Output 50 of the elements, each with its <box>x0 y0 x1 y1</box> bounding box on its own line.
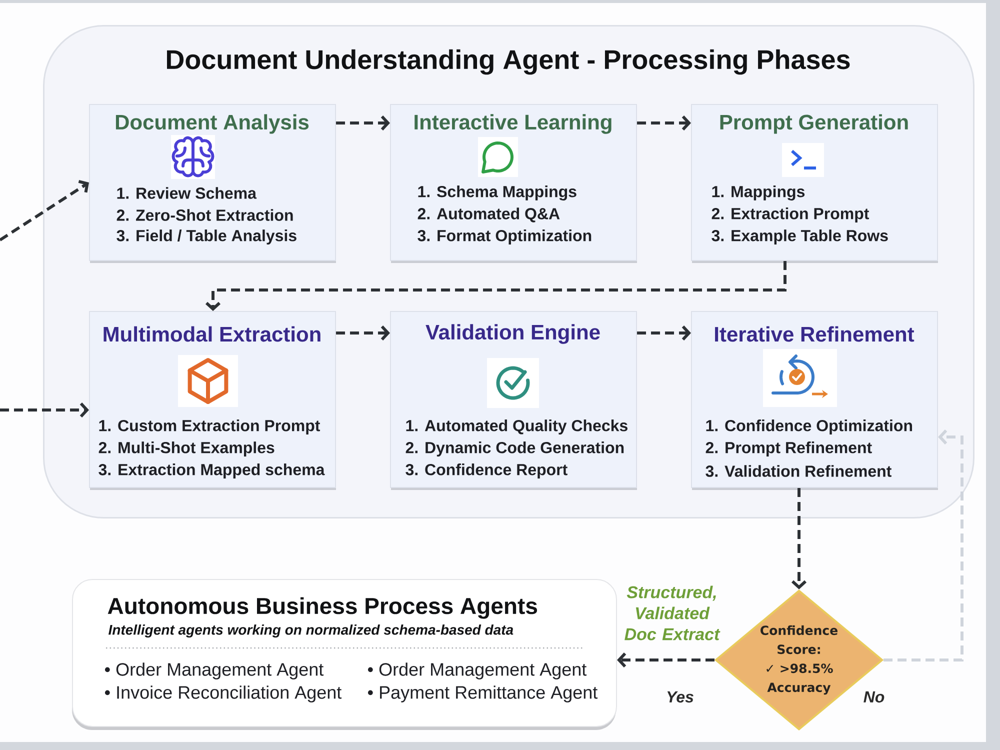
list-item: 2. Multi-Shot Examples <box>98 442 274 456</box>
list-item: • Order Management Agent <box>368 662 587 680</box>
list-item: 3. Validation Refinement <box>706 465 892 477</box>
arrow <box>617 652 714 668</box>
list-item: • Payment Remittance Agent <box>368 686 598 702</box>
list-item: 3. Example Table Rows <box>712 230 888 244</box>
phase-card <box>89 311 336 490</box>
arrow <box>336 325 390 341</box>
phase-card <box>390 311 637 490</box>
list-item: 1. Review Schema <box>117 187 257 199</box>
agents-card <box>72 579 617 730</box>
list-item: 1. Mappings <box>712 186 805 200</box>
phase-card <box>89 104 336 263</box>
list-item: 3. Confidence Report <box>406 464 568 478</box>
card-heading: Iterative Refinement <box>715 326 914 342</box>
arrow <box>637 325 692 341</box>
card-heading: Prompt Generation <box>720 114 908 134</box>
edge-label: Yes <box>667 691 694 703</box>
arrow <box>205 261 786 311</box>
list-item: 2. Dynamic Code Generation <box>406 442 624 456</box>
phase-card <box>691 104 938 263</box>
list-item: 1. Confidence Optimization <box>706 420 912 434</box>
arrow <box>637 115 692 131</box>
edge-label: No <box>864 691 884 703</box>
list-item: • Invoice Reconciliation Agent <box>104 686 342 702</box>
list-item: 3. Field / Table Analysis <box>116 230 296 244</box>
arrow <box>0 180 89 242</box>
list-item: 1. Automated Quality Checks <box>406 420 628 434</box>
arrow <box>884 429 964 662</box>
card-heading: Validation Engine <box>426 324 600 344</box>
card-heading: Document Analysis <box>116 114 309 134</box>
list-item: 1. Schema Mappings <box>418 186 576 200</box>
list-item: 2. Prompt Refinement <box>706 442 872 456</box>
card-subtitle: Intelligent agents working on normalized schema-based data <box>108 624 514 638</box>
list-item: 2. Extraction Prompt <box>712 208 870 222</box>
list-item: • Order Management Agent <box>104 662 324 680</box>
list-item: 2. Automated Q&A <box>418 208 560 222</box>
list-item: 3. Extraction Mapped schema <box>98 464 325 478</box>
card-heading: Multimodal Extraction <box>104 326 320 342</box>
phase-card <box>691 311 938 490</box>
phase-card <box>390 104 637 263</box>
arrow <box>0 402 89 418</box>
arrow <box>336 115 390 131</box>
list-item: 1. Custom Extraction Prompt <box>99 420 320 434</box>
panel-title: Document Understanding Agent - Processing Phases <box>166 49 850 75</box>
card-title: Autonomous Business Process Agents <box>108 597 537 619</box>
list-item: 2. Zero-Shot Extraction <box>116 209 293 221</box>
card-heading: Interactive Learning <box>414 114 612 134</box>
list-item: 3. Format Optimization <box>418 230 592 244</box>
arrow <box>791 488 807 590</box>
